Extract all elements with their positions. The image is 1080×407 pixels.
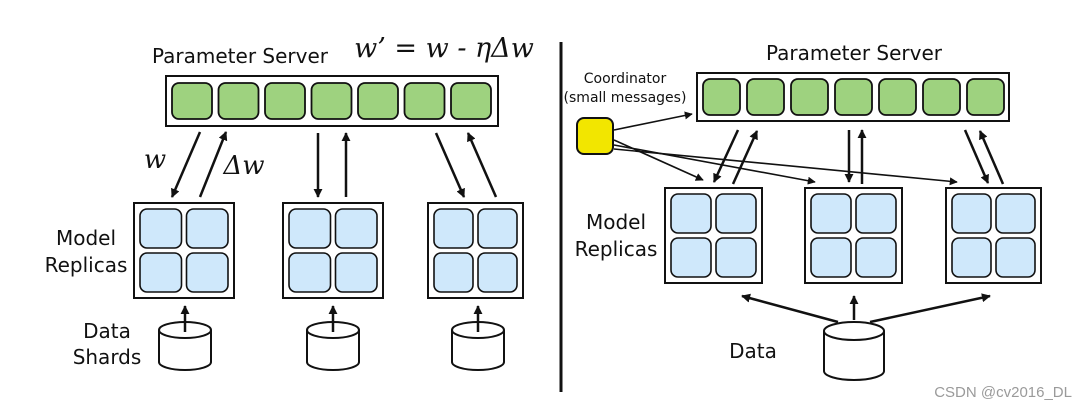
left-arrow-dw-up [198,131,228,198]
data-shards-label-2: Shards [73,345,142,369]
right-replica-3-cell-3 [951,237,992,278]
left-arrow-w-down [170,131,202,198]
right-arrow-down-3 [963,129,990,184]
left-replica-1-cell-3 [139,252,183,293]
coordinator-arrow-to-server [613,111,693,131]
right-replica-2-cell-2 [855,193,897,234]
left-replica-3-cell-2 [477,208,518,249]
watermark: CSDN @cv2016_DL [934,384,1072,401]
data-arrow-to-replica-3 [869,293,991,324]
data-store-top [823,321,885,341]
left-arrow-up-3 [466,132,498,198]
left-replica-2-cell-3 [288,252,332,293]
left-replica-2-cell-1 [288,208,332,249]
right-model-replica-1 [664,187,763,284]
left-param-cell-6 [403,82,446,120]
left-param-cell-7 [450,82,492,120]
data-store-body [823,331,885,381]
data-shard-2-body [306,330,360,371]
right-model-label-2: Replicas [575,237,658,261]
right-replica-2-cell-3 [810,237,852,278]
left-arrow-down-3 [434,132,466,198]
left-replica-1-cell-1 [139,208,183,249]
right-model-label-1: Model [586,210,646,234]
right-param-cell-1 [702,78,741,116]
right-model-replicas [664,187,1042,284]
coordinator-arrow-to-replica-2 [613,144,816,185]
coordinator-arrow-to-replica-3 [613,148,958,186]
right-param-cell-7 [966,78,1005,116]
left-model-replica-3 [427,202,524,299]
right-replica-2-cell-1 [810,193,852,234]
left-panel: Parameter Server w’ = w - ηΔw w Δw Model… [45,33,534,371]
data-arrow-to-replica-1 [741,293,839,324]
left-param-cell-3 [264,82,306,120]
left-replica-3-cell-3 [433,252,474,293]
left-data-shards [158,305,505,371]
arrow-w-label: w [144,145,166,175]
data-cylinder [823,321,885,381]
update-rule-formula: w’ = w - ηΔw [354,33,534,64]
right-replica-1-cell-3 [670,237,712,278]
left-model-replicas [133,202,524,299]
data-shard-1 [158,305,212,371]
coordinator-label-1: Coordinator [584,71,667,87]
right-param-cell-6 [922,78,961,116]
left-replica-3-cell-4 [477,252,518,293]
left-model-label-1: Model [56,226,116,250]
left-model-replica-1 [133,202,235,299]
right-param-cell-3 [790,78,829,116]
right-parameter-cells [702,78,1005,116]
right-param-cell-5 [878,78,917,116]
coordinator-arrow-to-replica-1 [613,139,704,181]
right-replica-1-cell-2 [715,193,757,234]
data-shard-1-body [158,330,212,371]
coordinator-node [576,117,614,155]
left-replica-1-cell-2 [185,208,229,249]
right-model-replica-2 [804,187,903,284]
data-shards-label-1: Data [83,319,131,343]
right-replica-1-cell-1 [670,193,712,234]
left-replica-2-cell-2 [334,208,378,249]
right-replica-1-cell-4 [715,237,757,278]
right-model-replica-3 [945,187,1042,284]
right-param-cell-4 [834,78,873,116]
left-param-cell-5 [357,82,399,120]
left-replica-2-cell-4 [334,252,378,293]
left-param-cell-2 [217,82,260,120]
data-label: Data [729,339,777,363]
right-replica-3-cell-2 [995,193,1036,234]
right-replica-2-cell-4 [855,237,897,278]
left-server-label: Parameter Server [152,44,329,68]
data-shard-2 [306,305,360,371]
left-param-cell-1 [171,82,213,120]
data-shard-3-body [451,330,505,371]
coordinator-label-2: (small messages) [564,90,687,106]
right-server-label: Parameter Server [766,41,943,65]
right-replica-3-cell-1 [951,193,992,234]
right-panel: Parameter Server Coordinator (small mess… [564,41,1042,381]
right-replica-3-cell-4 [995,237,1036,278]
left-model-replica-2 [282,202,384,299]
left-param-cell-4 [310,82,353,120]
right-arrow-up-3 [978,130,1005,185]
right-arrow-up-1 [731,130,759,185]
arrow-dw-label: Δw [222,151,264,181]
right-arrow-down-1 [712,129,740,183]
data-store [823,321,885,381]
left-parameter-cells [171,82,492,120]
right-param-cell-2 [746,78,785,116]
left-replica-3-cell-1 [433,208,474,249]
left-model-label-2: Replicas [45,253,128,277]
data-shard-3 [451,305,505,371]
left-replica-1-cell-4 [185,252,229,293]
